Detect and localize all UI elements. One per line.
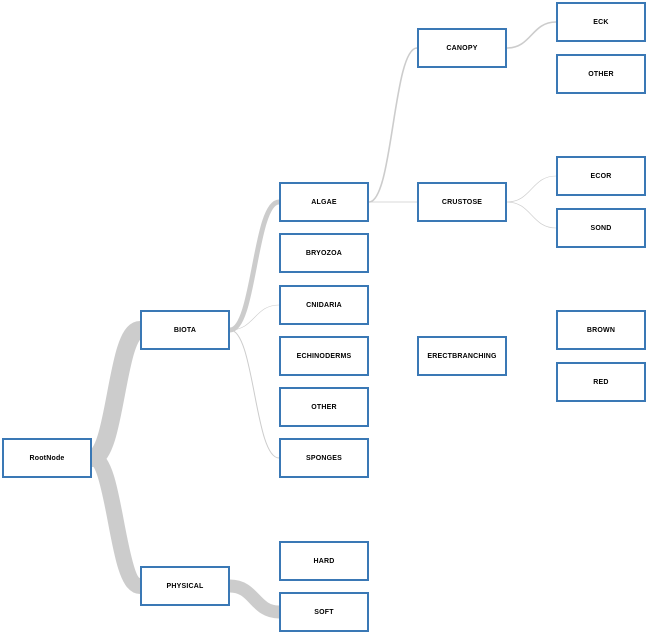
node-box-erectbranching[interactable] [417,336,507,376]
node-label-physical: PHYSICAL [167,583,205,590]
node-ecor[interactable]: ECOR [556,156,646,196]
node-label-red: RED [593,379,608,386]
node-bryozoa[interactable]: BRYOZOA [279,233,369,273]
node-label-algae: ALGAE [311,199,337,206]
node-sond[interactable]: SOND [556,208,646,248]
nodes-layer: RootNode BIOTA PHYSICAL ALGAE BRYOZOA CNIDARI… [2,2,646,632]
node-label-cnidaria: CNIDARIA [306,302,342,309]
node-box-sond[interactable] [556,208,646,248]
node-rootnode[interactable]: RootNode [2,438,92,478]
node-label-sond: SOND [590,225,611,232]
node-brown[interactable]: BROWN [556,310,646,350]
node-soft[interactable]: SOFT [279,592,369,632]
link-rootnode-to-biota [88,321,144,467]
node-other-biota[interactable]: OTHER [279,387,369,427]
link-crustose-to-ecor [506,175,557,203]
node-label-other-canopy: OTHER [588,71,614,78]
node-red[interactable]: RED [556,362,646,402]
node-canopy[interactable]: CANOPY [417,28,507,68]
node-label-echinoderms: ECHINODERMS [297,353,352,360]
node-box-rootnode[interactable] [2,438,92,478]
node-label-rootnode: RootNode [29,455,64,462]
node-label-erectbranching: ERECTBRANCHING [427,353,497,360]
node-erectbranching[interactable]: ERECTBRANCHING [417,336,507,376]
node-label-hard: HARD [313,558,334,565]
link-crustose-to-sond [506,201,557,229]
link-algae-to-canopy [368,47,418,203]
node-algae[interactable]: ALGAE [279,182,369,222]
node-box-soft[interactable] [279,592,369,632]
node-box-ecor[interactable] [556,156,646,196]
node-label-soft: SOFT [314,609,334,616]
links-layer [88,21,557,619]
node-box-echinoderms[interactable] [279,336,369,376]
node-label-bryozoa: BRYOZOA [306,250,342,257]
node-cnidaria[interactable]: CNIDARIA [279,285,369,325]
node-box-other-biota[interactable] [279,387,369,427]
node-box-bryozoa[interactable] [279,233,369,273]
node-label-biota: BIOTA [174,327,196,334]
node-label-crustose: CRUSTOSE [442,199,482,206]
link-physical-to-soft [229,579,280,619]
node-biota[interactable]: BIOTA [140,310,230,350]
link-biota-to-algae [229,199,280,333]
node-box-other-canopy[interactable] [556,54,646,94]
link-canopy-to-eck [506,21,557,49]
node-box-cnidaria[interactable] [279,285,369,325]
node-other-canopy[interactable]: OTHER [556,54,646,94]
node-box-hard[interactable] [279,541,369,581]
node-box-physical[interactable] [140,566,230,606]
node-hard[interactable]: HARD [279,541,369,581]
node-label-canopy: CANOPY [446,45,477,52]
node-echinoderms[interactable]: ECHINODERMS [279,336,369,376]
node-box-crustose[interactable] [417,182,507,222]
node-label-other-biota: OTHER [311,404,337,411]
node-label-sponges: SPONGES [306,455,342,462]
node-eck[interactable]: ECK [556,2,646,42]
node-box-algae[interactable] [279,182,369,222]
node-sponges[interactable]: SPONGES [279,438,369,478]
link-rootnode-to-physical [89,450,143,594]
node-box-red[interactable] [556,362,646,402]
node-label-eck: ECK [593,19,608,26]
node-box-brown[interactable] [556,310,646,350]
node-box-biota[interactable] [140,310,230,350]
node-box-eck[interactable] [556,2,646,42]
node-crustose[interactable]: CRUSTOSE [417,182,507,222]
link-biota-to-sponges [229,329,280,459]
node-box-canopy[interactable] [417,28,507,68]
node-label-brown: BROWN [587,327,615,334]
link-biota-to-cnidaria [229,304,280,331]
node-box-sponges[interactable] [279,438,369,478]
node-label-ecor: ECOR [590,173,611,180]
node-physical[interactable]: PHYSICAL [140,566,230,606]
